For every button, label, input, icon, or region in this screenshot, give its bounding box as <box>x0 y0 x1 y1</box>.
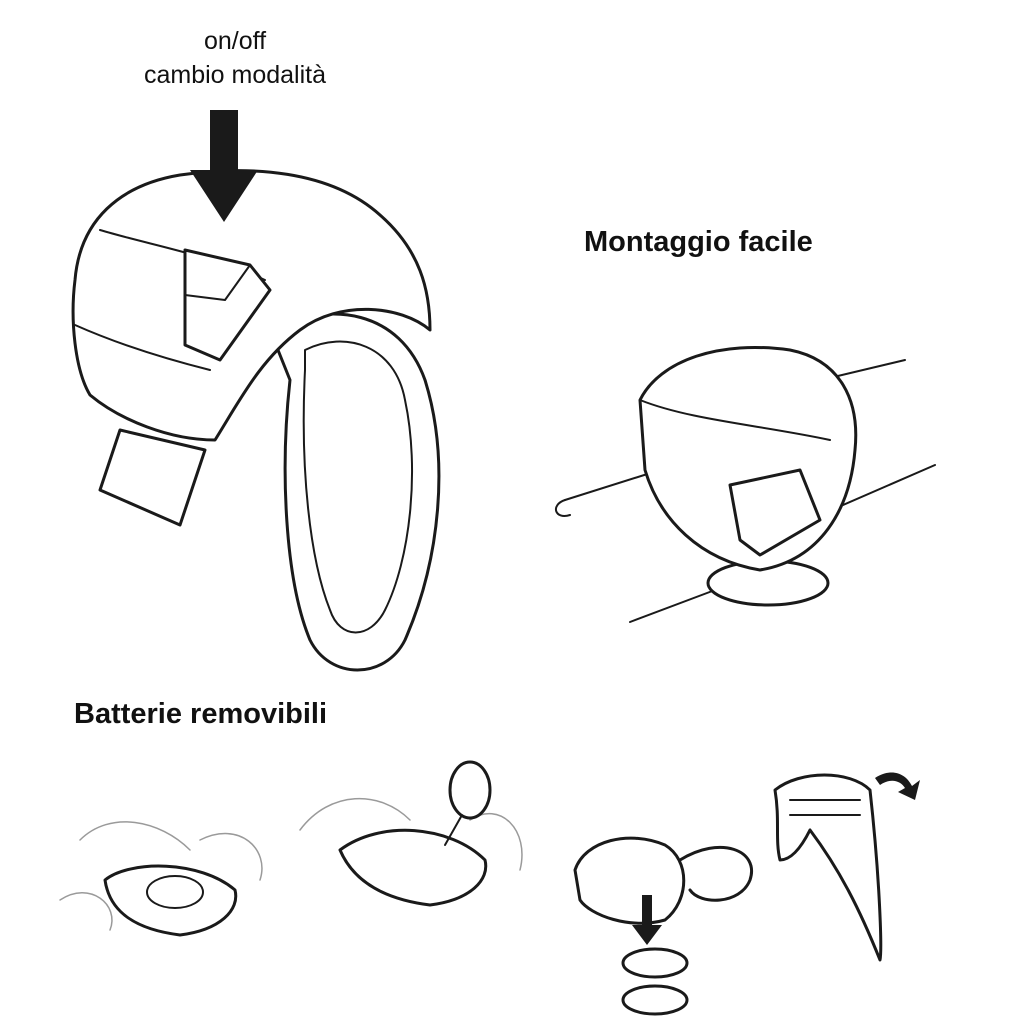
step2-light <box>338 828 488 907</box>
mode-change-label: cambio modalità <box>143 61 327 89</box>
handlebar-tube <box>564 469 661 501</box>
down-arrow-icon <box>632 895 662 945</box>
coin-battery-2 <box>621 984 689 1016</box>
step3-light <box>573 836 686 925</box>
press-arrow-icon <box>190 110 258 222</box>
front-lens <box>183 248 272 362</box>
step4-light-side <box>773 773 883 962</box>
coin-battery-1 <box>621 947 689 979</box>
mount-heading: Montaggio facile <box>584 226 813 258</box>
batteries-heading: Batterie removibili <box>74 698 328 730</box>
rear-clip <box>98 428 207 527</box>
step3-strap <box>678 845 753 902</box>
battery-cover <box>448 760 492 820</box>
onoff-label: on/off <box>203 27 267 55</box>
mounted-light-lens <box>728 468 822 557</box>
step1-light <box>103 864 238 937</box>
curved-arrow-icon <box>875 772 920 800</box>
